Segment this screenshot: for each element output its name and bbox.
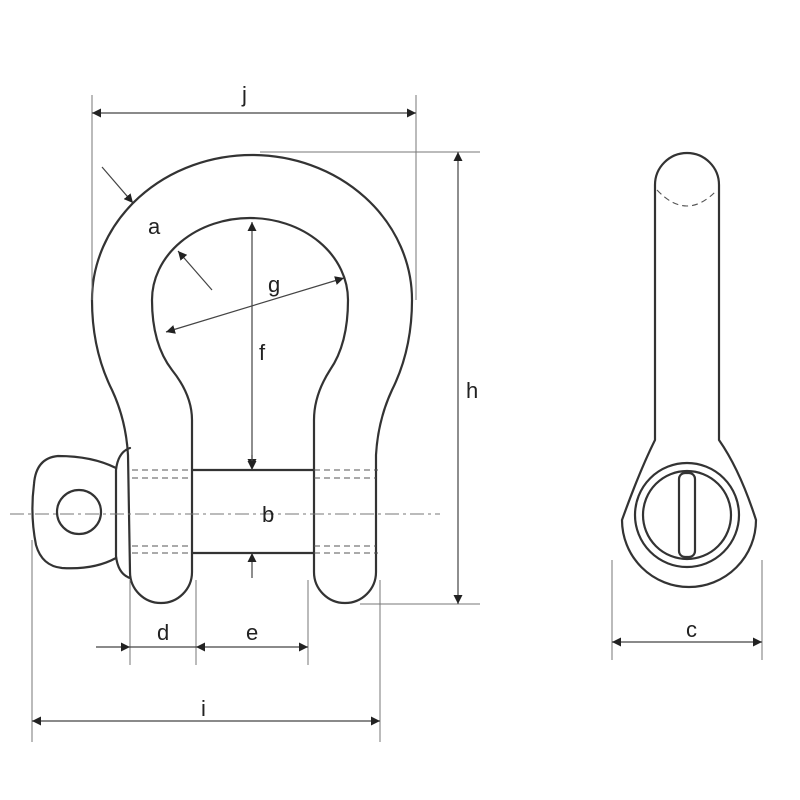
pin-body bbox=[190, 468, 316, 555]
pin-eye-hole bbox=[55, 488, 103, 536]
label-d: d bbox=[157, 620, 169, 645]
label-c: c bbox=[686, 617, 697, 642]
pin-collar bbox=[114, 446, 132, 580]
label-b: b bbox=[262, 502, 274, 527]
side-outline bbox=[620, 151, 758, 589]
label-f: f bbox=[259, 340, 266, 365]
extension-lines bbox=[31, 95, 763, 742]
pin-eye bbox=[31, 454, 118, 570]
dimension-g bbox=[165, 276, 345, 334]
label-g: g bbox=[268, 272, 280, 297]
side-pin-head-inner bbox=[641, 469, 733, 561]
side-pin-head-outer bbox=[633, 461, 741, 569]
label-i: i bbox=[201, 696, 206, 721]
shackle-front-view bbox=[10, 153, 440, 605]
side-pin-slot bbox=[677, 471, 697, 559]
label-h: h bbox=[466, 378, 478, 403]
dimension-a-inner bbox=[177, 250, 213, 291]
shackle-side-view bbox=[620, 151, 758, 589]
label-e: e bbox=[246, 620, 258, 645]
dimension-labels: j a g f h b d e i c bbox=[148, 82, 697, 721]
side-hidden-arc bbox=[656, 189, 718, 207]
label-a: a bbox=[148, 214, 161, 239]
dimension-lines bbox=[32, 108, 762, 726]
label-j: j bbox=[241, 82, 247, 107]
bow-outer-outline bbox=[90, 153, 414, 605]
pin-hidden-lines bbox=[132, 469, 378, 554]
dimension-a-outer bbox=[101, 166, 134, 204]
